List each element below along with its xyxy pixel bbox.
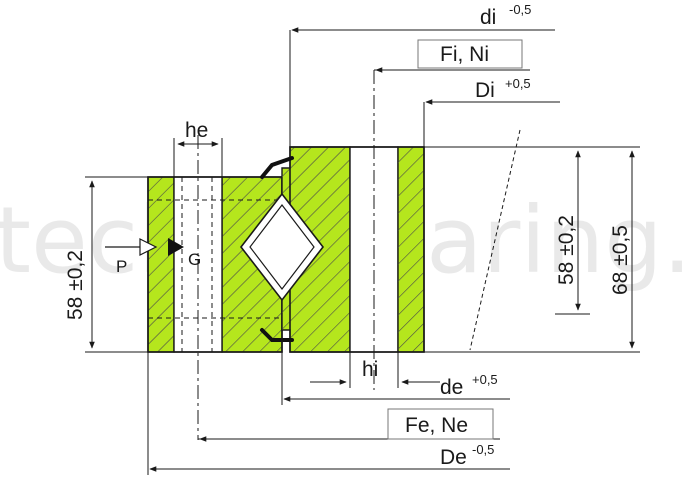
label-right-inner-dim: 58 ±0,2 (555, 215, 578, 285)
label-De-tol: -0,5 (472, 442, 494, 457)
label-P: P (116, 257, 127, 276)
box-fe-ne (387, 408, 494, 440)
label-left-dim: 58 ±0,2 (64, 250, 87, 320)
label-de: de (440, 376, 463, 399)
seals (260, 156, 294, 342)
box-fi-ni (417, 39, 523, 69)
label-Di-tol: +0,5 (505, 76, 531, 91)
dimension-right-heights: 58 ±0,2 68 ±0,5 (424, 129, 640, 353)
g-triangle-icon (168, 238, 184, 256)
pg-symbols: P G (105, 238, 201, 276)
label-di: di (480, 6, 496, 29)
dimension-De: De -0,5 (147, 352, 510, 475)
label-fe-ne: Fe, Ne (405, 414, 468, 437)
label-Di: Di (475, 79, 495, 102)
dimension-left-height: 58 ±0,2 (64, 176, 148, 353)
raceway (239, 192, 325, 302)
label-G: G (188, 250, 201, 269)
dimension-fi-ni: Fi, Ni (374, 39, 530, 73)
label-he: he (185, 119, 208, 142)
dimension-di: di -0,5 (289, 2, 555, 147)
dimension-fe-ne: Fe, Ne (198, 408, 500, 442)
label-di-tol: -0,5 (509, 2, 531, 17)
label-hi: hi (362, 358, 378, 381)
p-triangle-icon (139, 238, 158, 256)
dimension-he: he (173, 119, 223, 177)
label-de-tol: +0,5 (472, 372, 498, 387)
label-fi-ni: Fi, Ni (440, 43, 489, 66)
dimension-de: de +0,5 (281, 330, 510, 405)
label-right-outer-dim: 68 ±0,5 (609, 225, 632, 295)
dimension-Di: Di +0,5 (423, 76, 560, 147)
label-De: De (440, 446, 467, 469)
dimension-hi: hi (310, 352, 440, 388)
